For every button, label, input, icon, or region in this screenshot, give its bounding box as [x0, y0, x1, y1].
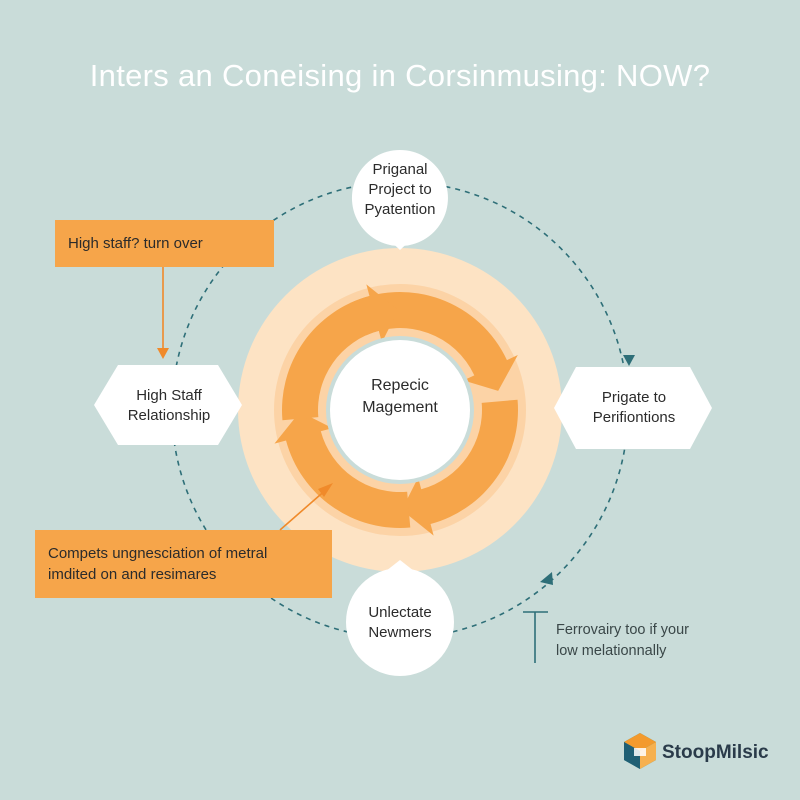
hexagon-logo-icon [624, 733, 656, 769]
cycle-arrow-segment [401, 399, 518, 536]
top-callout-box [55, 220, 274, 267]
side-note: Ferrovairy too if your low melationnally [556, 622, 689, 659]
top-node-circle [351, 150, 448, 246]
cycle-arrowhead-bottom [540, 572, 553, 585]
right-node-hexagon [554, 367, 712, 449]
top-node-pointer [386, 237, 414, 250]
bottom-node-pointer [386, 560, 414, 571]
cycle-arrow-segment [282, 284, 399, 421]
left-node-label: High Staff Relationship [127, 387, 211, 424]
bottom-callout-arrowhead [318, 483, 333, 497]
center-disc [330, 340, 470, 480]
cycle-arrowhead-right [623, 355, 635, 366]
top-callout-arrowhead [157, 348, 169, 359]
left-node-hexagon [94, 365, 242, 445]
top-callout-text: High staff? turn over [68, 235, 203, 252]
top-node-label: Priganal Project to Pyatention [364, 161, 436, 218]
page-title: Inters an Coneising in Corsinmusing: NOW… [89, 58, 711, 93]
right-node-label: Prigate to Perifiontions [592, 389, 676, 426]
bottom-node-circle [346, 568, 454, 676]
cycle-arrow-segment [274, 411, 411, 528]
bottom-callout-text: Compets ungnesciation of metral imdited … [48, 545, 268, 583]
bottom-callout-box [35, 530, 332, 598]
center-label: Repecic Magement [362, 377, 438, 416]
cycle-arrows [274, 284, 518, 536]
bottom-callout-connector [279, 487, 329, 531]
bottom-node-label: Unlectate Newmers [368, 604, 432, 641]
brand-name: StoopMilsic [662, 742, 769, 763]
